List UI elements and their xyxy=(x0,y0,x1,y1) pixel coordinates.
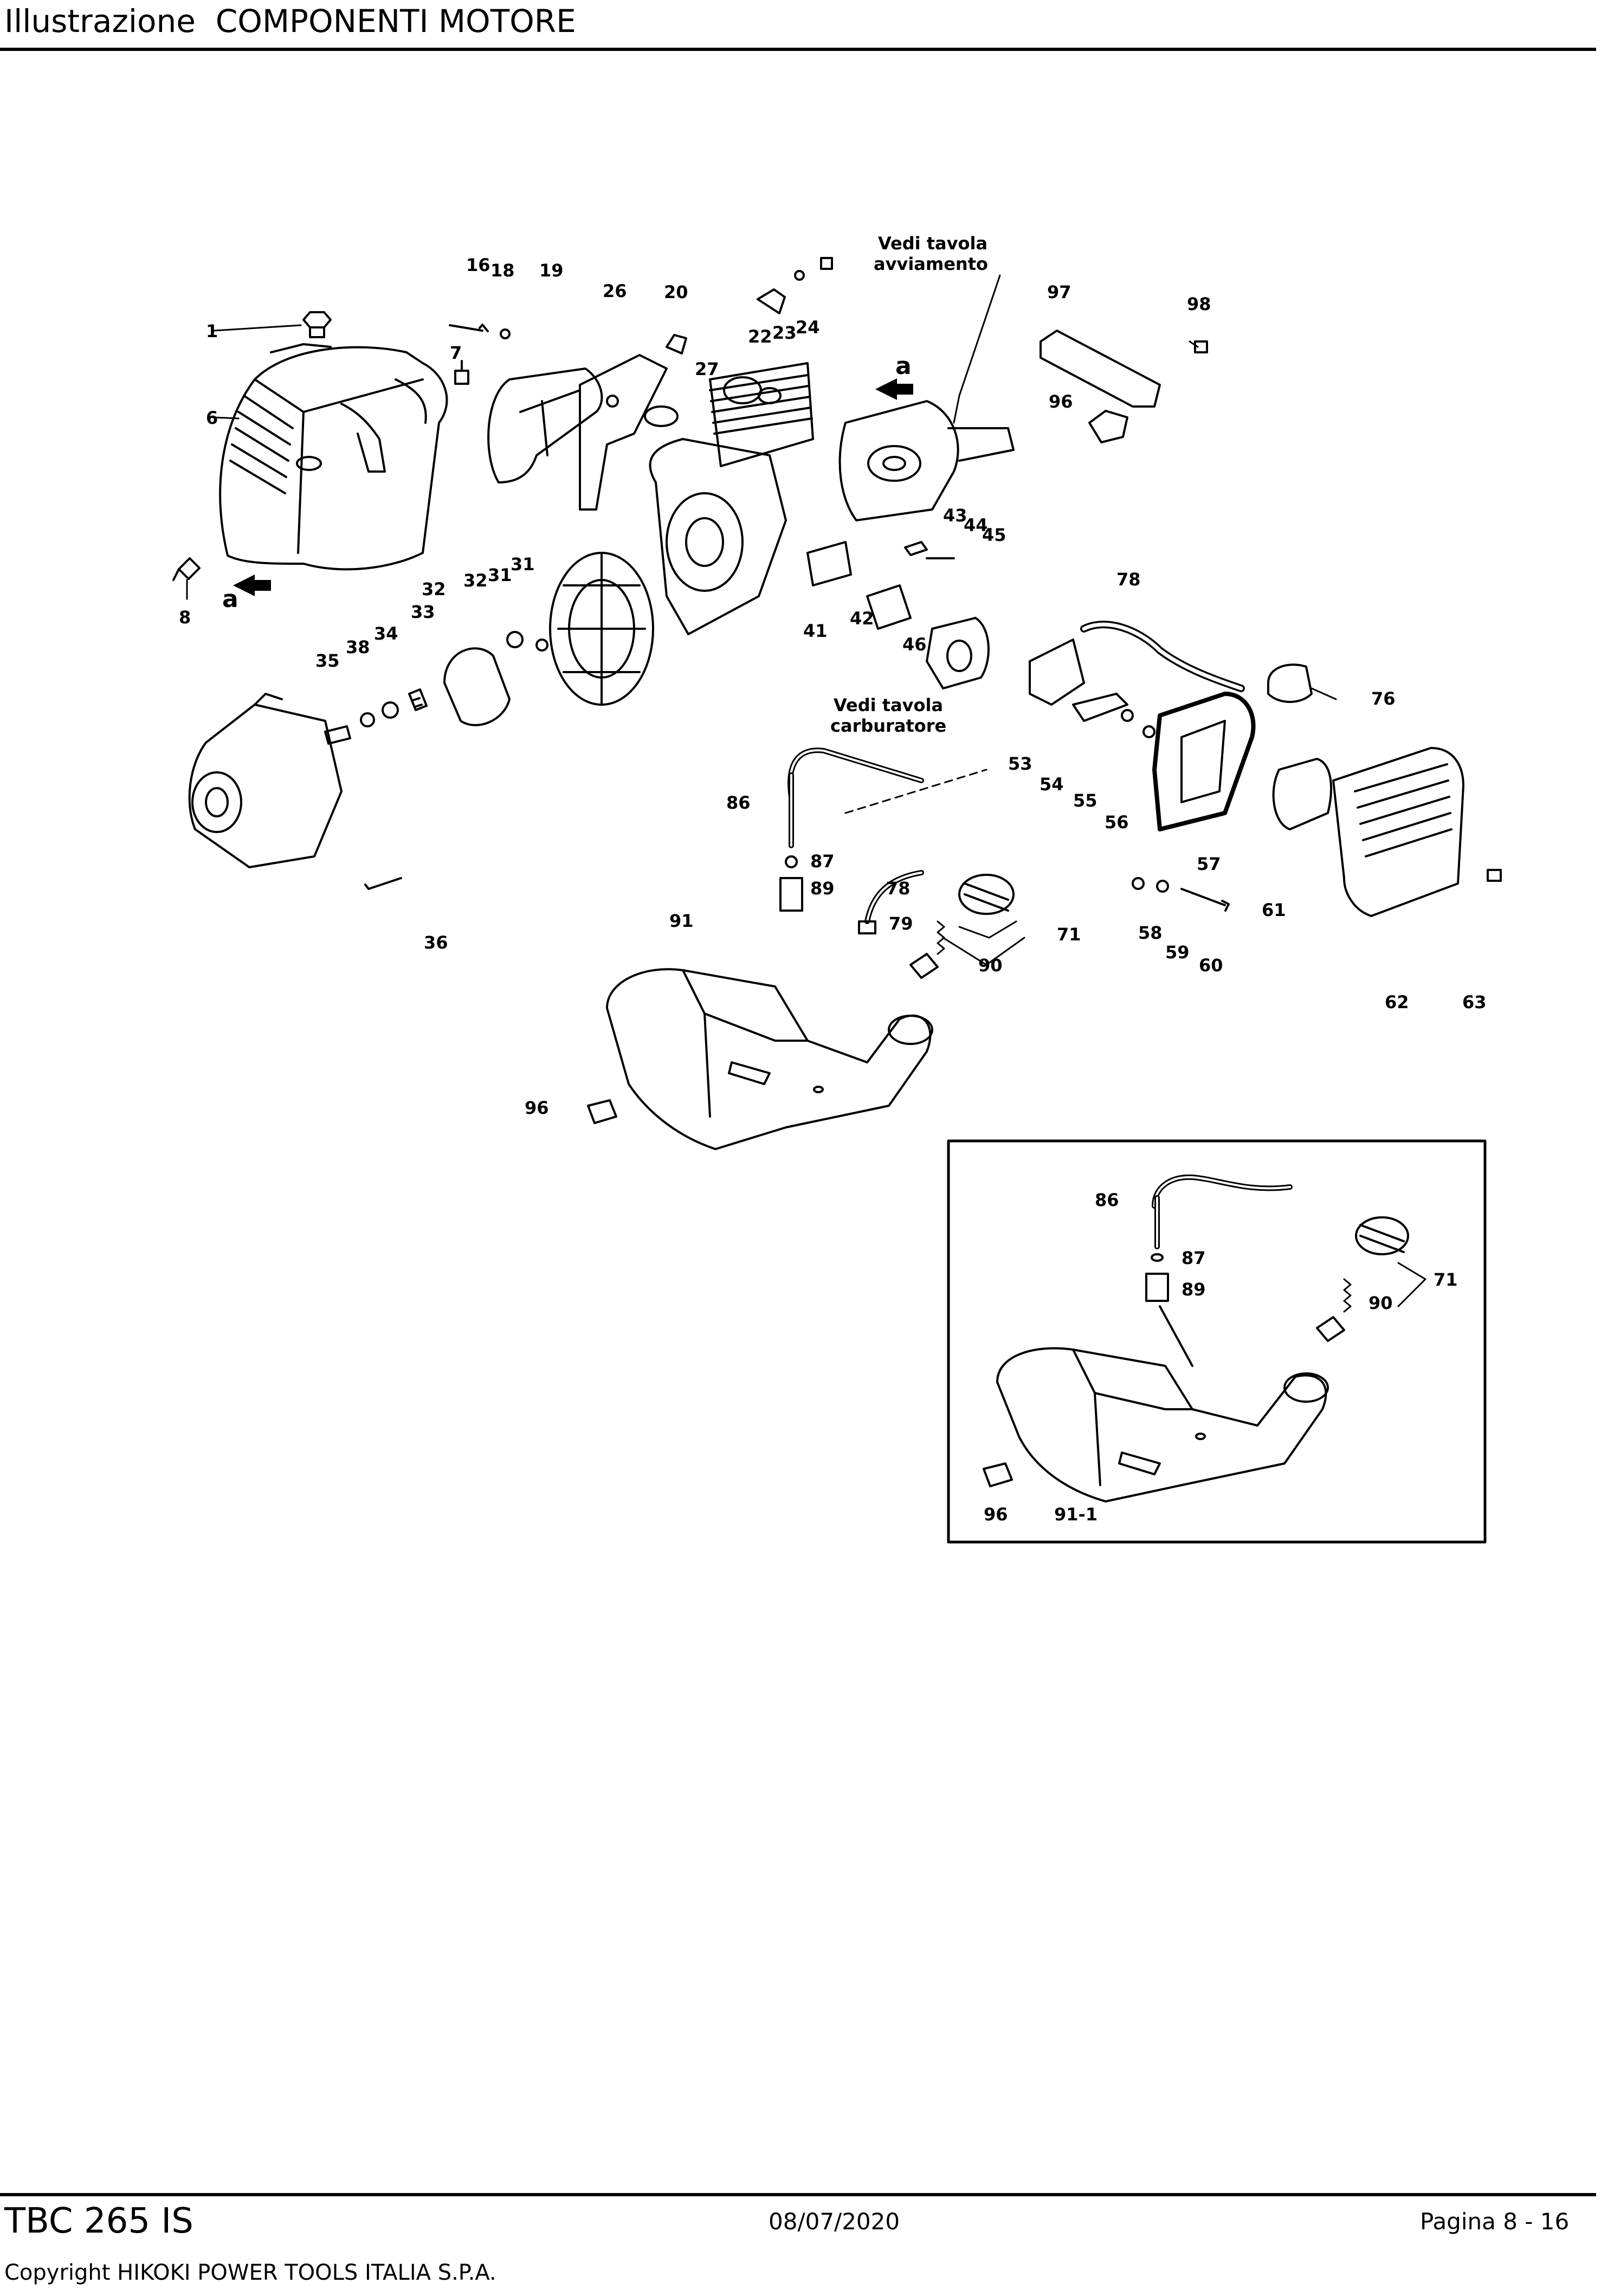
callout-23: 23 xyxy=(772,323,797,343)
note-starter-line1: Vedi tavola xyxy=(878,233,987,254)
arrow-label-a: a xyxy=(895,352,912,380)
flywheel-drawing xyxy=(549,552,654,706)
inset-callout-89: 89 xyxy=(1182,1279,1206,1300)
callout-96: 96 xyxy=(1049,391,1073,412)
callout-44: 44 xyxy=(964,515,988,536)
callout-27: 27 xyxy=(695,359,719,379)
callout-34: 34 xyxy=(374,623,398,644)
callout-90: 90 xyxy=(978,955,1003,976)
callout-62: 62 xyxy=(1385,992,1409,1012)
page-header: Illustrazione COMPONENTI MOTORE xyxy=(0,0,1601,54)
callout-58: 58 xyxy=(1138,923,1163,943)
callout-32: 32 xyxy=(463,570,488,591)
callout-86: 86 xyxy=(726,792,751,813)
callout-1: 1 xyxy=(206,321,218,341)
callout-78: 78 xyxy=(1116,569,1141,590)
callout-53: 53 xyxy=(1008,753,1032,774)
callout-6: 6 xyxy=(206,408,218,428)
callout-7: 7 xyxy=(450,343,462,363)
callout-33: 33 xyxy=(411,602,435,622)
fuel-tank-drawing xyxy=(606,968,933,1150)
callout-71: 71 xyxy=(1057,924,1081,945)
footer-rule xyxy=(0,2193,1596,2196)
callout-35: 35 xyxy=(315,650,340,671)
inset-fuel-tank-drawing xyxy=(947,1139,1487,1544)
callout-8: 8 xyxy=(179,607,191,628)
callout-96: 96 xyxy=(525,1098,549,1118)
callout-56: 56 xyxy=(1105,812,1129,833)
clutch-housing-drawing xyxy=(188,693,343,868)
air-filter-cover-drawing xyxy=(1332,747,1464,917)
callout-22: 22 xyxy=(748,326,772,347)
exploded-parts-diagram: Vedi tavola avviamento Vedi tavola carbu… xyxy=(163,217,1518,1550)
callout-91: 91 xyxy=(669,911,694,931)
callout-32: 32 xyxy=(422,579,446,599)
callout-19: 19 xyxy=(539,260,564,281)
screw-drawing xyxy=(172,557,201,581)
callout-42: 42 xyxy=(850,608,874,629)
callout-31: 31 xyxy=(511,554,535,575)
inset-callout-90: 90 xyxy=(1368,1293,1393,1313)
callout-43: 43 xyxy=(943,505,967,526)
inset-callout-86: 86 xyxy=(1095,1190,1119,1210)
callout-18: 18 xyxy=(490,260,515,281)
callout-98: 98 xyxy=(1187,294,1211,314)
inset-callout-91-1: 91-1 xyxy=(1054,1504,1098,1525)
nut-drawing xyxy=(302,311,332,338)
model-name: TBC 265 IS xyxy=(4,2201,193,2241)
document-date: 08/07/2020 xyxy=(769,2208,900,2235)
arrow-label-a: a xyxy=(222,585,238,613)
inset-callout-71: 71 xyxy=(1434,1269,1458,1290)
callout-16: 16 xyxy=(466,255,490,275)
inset-callout-87: 87 xyxy=(1182,1248,1206,1268)
air-filter-body-drawing xyxy=(1152,692,1256,831)
callout-59: 59 xyxy=(1165,942,1190,963)
callout-26: 26 xyxy=(603,281,627,301)
callout-31: 31 xyxy=(488,565,512,585)
callout-45: 45 xyxy=(982,525,1006,545)
note-carburetor-line2: carburatore xyxy=(830,715,946,736)
exploded-view-drawing: Vedi tavola avviamento Vedi tavola carbu… xyxy=(172,233,1502,1544)
starter-housing-drawing xyxy=(838,400,1015,521)
callout-97: 97 xyxy=(1047,282,1071,302)
callout-41: 41 xyxy=(803,621,828,641)
note-carburetor-line1: Vedi tavola xyxy=(834,695,943,715)
callout-24: 24 xyxy=(796,317,820,338)
callout-54: 54 xyxy=(1040,774,1064,795)
inset-callout-96: 96 xyxy=(984,1504,1008,1525)
crankcase-drawing xyxy=(649,438,787,635)
callout-46: 46 xyxy=(902,634,927,655)
callout-61: 61 xyxy=(1262,900,1286,920)
callout-57: 57 xyxy=(1197,854,1221,874)
callout-38: 38 xyxy=(346,637,370,657)
callout-79: 79 xyxy=(889,913,913,934)
callout-87: 87 xyxy=(810,851,835,872)
header-rule xyxy=(0,48,1596,51)
callout-76: 76 xyxy=(1371,688,1396,709)
callout-78: 78 xyxy=(886,878,911,899)
callout-36: 36 xyxy=(424,932,448,953)
callout-89: 89 xyxy=(810,878,835,899)
page-number: Pagina 8 - 16 xyxy=(1420,2208,1570,2235)
callout-63: 63 xyxy=(1462,992,1487,1012)
callout-20: 20 xyxy=(664,282,688,302)
engine-cover-drawing xyxy=(219,343,448,571)
copyright-notice: Copyright HIKOKI POWER TOOLS ITALIA S.P.… xyxy=(4,2260,496,2285)
note-starter-line2: avviamento xyxy=(874,254,988,274)
cylinder-drawing xyxy=(709,362,814,467)
page-title: Illustrazione COMPONENTI MOTORE xyxy=(4,3,576,40)
callout-60: 60 xyxy=(1199,955,1223,976)
callout-55: 55 xyxy=(1073,790,1098,811)
